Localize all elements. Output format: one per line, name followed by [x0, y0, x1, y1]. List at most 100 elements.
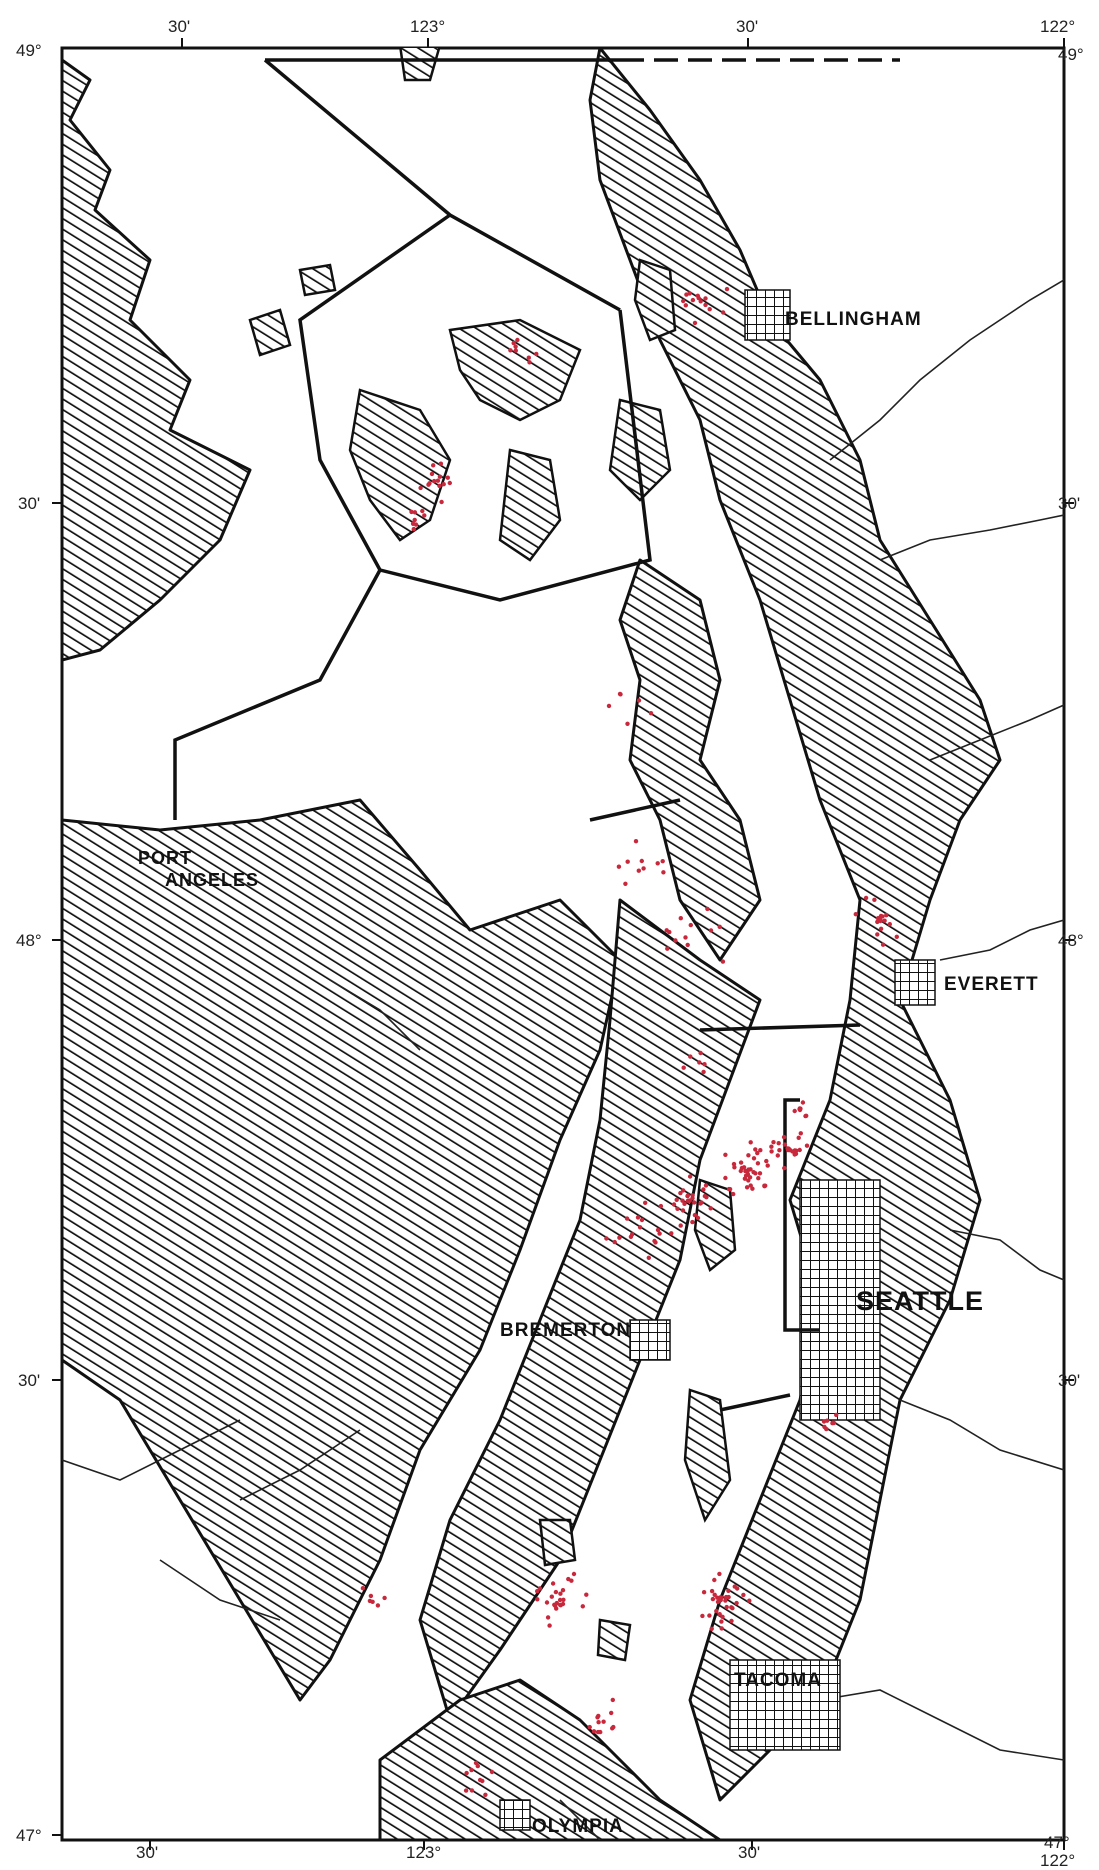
sample-site-dot	[724, 286, 730, 292]
sample-sites	[360, 286, 899, 1798]
small-island-5	[596, 1618, 632, 1662]
sample-site-dot	[755, 1150, 760, 1156]
lummi-island	[633, 258, 677, 342]
sample-site-dot	[687, 1174, 693, 1179]
sample-site-dot	[655, 1227, 661, 1233]
sample-site-dot	[880, 942, 886, 947]
sample-site-dot	[557, 1597, 563, 1603]
sample-site-dot	[747, 1598, 752, 1603]
sample-site-dot	[755, 1161, 761, 1166]
sample-site-dot	[748, 1140, 753, 1145]
sample-site-dot	[781, 1134, 787, 1140]
sample-site-dot	[793, 1151, 799, 1157]
nisqually-river	[559, 1799, 601, 1840]
sample-site-dot	[822, 1424, 827, 1430]
sample-site-dot	[719, 1626, 724, 1631]
sample-site-dot	[863, 895, 869, 901]
sample-site-dot	[741, 1165, 747, 1170]
sample-site-dot	[658, 1203, 664, 1209]
whidbey-island-land	[618, 558, 762, 962]
sample-site-dot	[665, 946, 670, 951]
kitsap-peninsula-land	[418, 898, 762, 1722]
sample-site-dot	[664, 928, 669, 933]
sample-site-dot	[875, 932, 880, 937]
sample-site-dot	[884, 913, 889, 918]
left-tick-30b: 30'	[18, 1371, 40, 1390]
sample-site-dot	[422, 513, 427, 518]
sample-site-dot	[671, 1202, 677, 1207]
sample-site-dot	[769, 1149, 774, 1154]
sample-site-dot	[748, 1183, 753, 1188]
sample-site-dot	[764, 1158, 769, 1164]
top-tick-122: 122°	[1040, 17, 1075, 36]
sample-site-dot	[721, 310, 726, 315]
sample-site-dot	[431, 463, 436, 468]
sample-site-dot	[409, 509, 414, 515]
sample-site-dot	[508, 348, 513, 353]
sample-site-dot	[703, 296, 708, 301]
sample-site-dot	[790, 1149, 795, 1154]
sample-site-dot	[712, 1592, 717, 1598]
sample-site-dot	[683, 935, 688, 940]
vancouver-island-land	[62, 58, 252, 662]
sample-site-dot	[701, 1187, 706, 1192]
right-tick-49: 49°	[1058, 45, 1084, 64]
small-island-3	[399, 48, 441, 82]
left-tick-47: 47°	[16, 1826, 42, 1845]
south-sound-land	[378, 1678, 722, 1840]
sample-site-dot	[537, 1586, 543, 1591]
sample-site-dot	[797, 1107, 803, 1113]
sample-site-dot	[617, 691, 623, 697]
bottom-tick-122: 122°	[1040, 1851, 1075, 1870]
sample-site-dot	[598, 1729, 603, 1735]
sample-site-dot	[678, 916, 683, 921]
sample-site-dot	[690, 1196, 695, 1201]
bainbridge-island	[693, 1178, 737, 1273]
sample-site-dot	[698, 1050, 703, 1056]
sample-site-dot	[876, 916, 881, 921]
sample-site-dot	[526, 355, 531, 360]
sample-site-dot	[549, 1594, 554, 1599]
sample-site-dot	[535, 1589, 540, 1594]
sample-site-dot	[697, 1060, 702, 1065]
sample-site-dot	[730, 1606, 735, 1611]
bottom-tick-123: 123°	[406, 1843, 441, 1862]
bottom-tick-47: 47°	[1044, 1833, 1070, 1852]
sample-site-dot	[723, 1152, 728, 1158]
sample-site-dot	[751, 1170, 756, 1175]
small-island-1	[298, 263, 337, 297]
sample-site-dot	[584, 1592, 589, 1597]
sample-site-dot	[738, 1168, 743, 1174]
sample-site-dot	[412, 510, 418, 515]
sample-site-dot	[612, 1239, 617, 1245]
sample-site-dot	[606, 703, 612, 709]
sample-site-dot	[382, 1595, 387, 1601]
sample-site-dot	[882, 918, 887, 923]
central-sound-boundary	[699, 1023, 861, 1032]
sample-site-dot	[732, 1165, 737, 1170]
tacoma-urban	[729, 1659, 841, 1751]
sample-site-dot	[792, 1108, 797, 1114]
sample-site-dot	[692, 1200, 697, 1205]
bremerton-label: BREMERTON	[500, 1320, 631, 1341]
sample-site-dot	[834, 1412, 839, 1418]
sample-site-dot	[708, 1206, 713, 1211]
elwha-river	[329, 979, 421, 1051]
sample-site-dot	[624, 1216, 630, 1221]
sample-site-dot	[710, 1596, 716, 1602]
sample-site-dot	[685, 942, 690, 948]
sample-site-dot	[729, 1618, 734, 1624]
skagit-river	[879, 514, 1064, 561]
sample-site-dot	[719, 1619, 724, 1624]
sample-site-dot	[681, 1065, 686, 1070]
sample-site-dot	[853, 912, 858, 917]
sample-site-dot	[489, 1769, 495, 1775]
sample-site-dot	[712, 1577, 717, 1583]
sample-site-dot	[751, 1156, 757, 1161]
sample-site-dot	[723, 1598, 728, 1603]
right-tick-48: 48°	[1058, 931, 1084, 950]
sample-site-dot	[678, 1190, 683, 1196]
sample-site-dot	[680, 1208, 686, 1213]
sample-site-dot	[569, 1578, 574, 1583]
sample-site-dot	[534, 351, 539, 357]
